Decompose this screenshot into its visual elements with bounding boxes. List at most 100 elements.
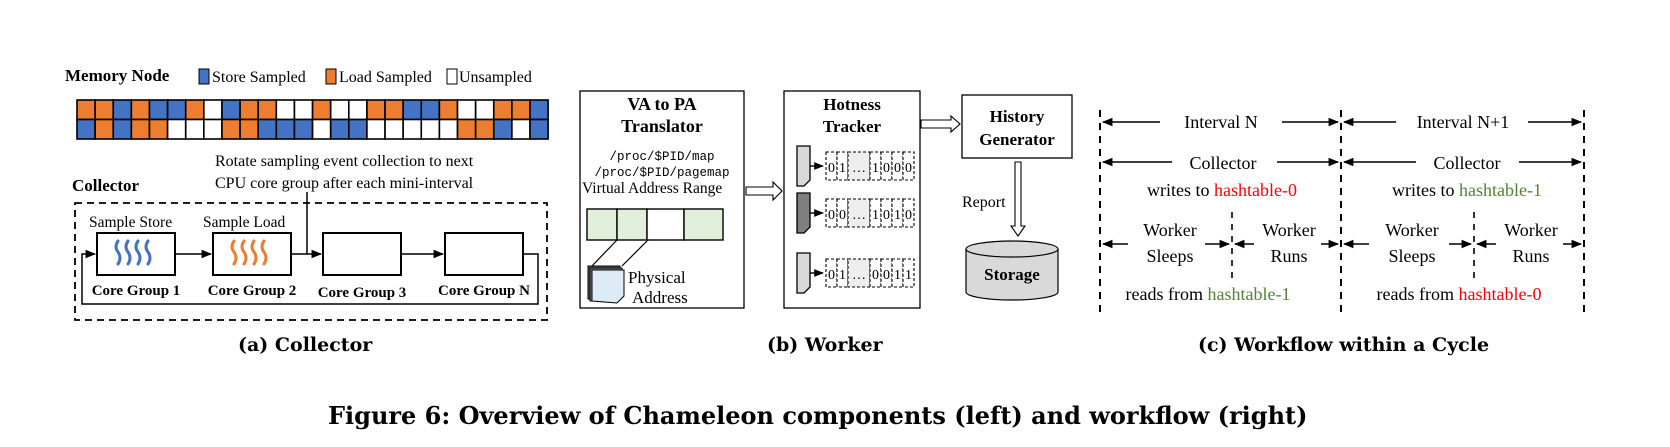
collector-boundary xyxy=(74,202,548,321)
proc-pagemap-path: /proc/$PID/pagemap xyxy=(594,166,729,180)
memory-cell-load xyxy=(239,118,260,140)
translator-title-line1: VA to PA xyxy=(627,94,696,114)
core-group-2-box xyxy=(212,232,292,276)
memory-cell-store xyxy=(329,118,350,140)
memory-cell-unsampled xyxy=(166,118,187,140)
memory-cell-load xyxy=(76,99,96,121)
memory-cell-store xyxy=(221,99,241,121)
memory-cell-store xyxy=(112,99,133,121)
memory-cell-store xyxy=(112,118,133,140)
reads-table-n1: hashtable-0 xyxy=(1459,284,1542,304)
memory-cell-store xyxy=(166,99,187,121)
memory-cell-store xyxy=(347,118,368,140)
memory-cell-unsampled xyxy=(402,118,423,140)
worker-panel: VA to PA Translator /proc/$PID/map /proc… xyxy=(579,90,1073,309)
arrow-loop-back xyxy=(81,249,539,305)
reads-from-n: reads from hashtable-1 xyxy=(1126,284,1291,304)
worker-sleeps-n1-line1: Worker xyxy=(1385,220,1439,240)
collector-label: Collector xyxy=(72,176,139,195)
worker-runs-n1-line1: Worker xyxy=(1504,220,1558,240)
memory-node-grid xyxy=(76,99,549,140)
memory-node-label: Memory Node xyxy=(65,66,170,85)
worker-sleeps-n-line2: Sleeps xyxy=(1147,246,1194,266)
core-group-n: Core Group N xyxy=(438,232,530,299)
tracker-title-line1: Hotness xyxy=(823,95,881,114)
figure-title: Figure 6: Overview of Chameleon componen… xyxy=(328,401,1308,430)
proc-map-path: /proc/$PID/map xyxy=(609,150,714,164)
bit-value: 0 xyxy=(828,208,835,223)
legend-item-store: Store Sampled xyxy=(198,68,306,86)
writes-to-n1: writes to hashtable-1 xyxy=(1392,180,1542,200)
interval-n1-label: Interval N+1 xyxy=(1417,112,1510,132)
memory-cell-store xyxy=(402,99,423,121)
bit-value: 1 xyxy=(905,268,912,283)
history-generator-title-line1: History xyxy=(990,107,1045,126)
bit-value: 1 xyxy=(872,161,879,176)
legend-label-unsampled: Unsampled xyxy=(459,69,532,86)
interval-n: Interval N Collector writes to hashtable… xyxy=(1101,112,1340,304)
worker-runs-n1-line2: Runs xyxy=(1512,246,1549,266)
worker-sleeps-n1-line2: Sleeps xyxy=(1389,246,1436,266)
worker-runs-n-line1: Worker xyxy=(1262,220,1316,240)
workflow-panel: Interval N Collector writes to hashtable… xyxy=(1099,110,1585,318)
memory-legend: Store Sampled Load Sampled Unsampled xyxy=(198,68,532,86)
memory-cell-store xyxy=(76,118,96,140)
memory-cell-unsampled xyxy=(366,118,386,140)
memory-cell-store xyxy=(257,118,278,140)
bit-cell xyxy=(902,258,915,288)
page-icon xyxy=(796,252,811,294)
bit-value: 0 xyxy=(905,161,912,176)
bit-value: 0 xyxy=(883,208,890,223)
collector-panel: Memory Node Store Sampled Load Sampled U… xyxy=(65,66,549,321)
bit-value: 0 xyxy=(894,161,901,176)
bit-value: 1 xyxy=(839,268,846,283)
core-group-n-label: Core Group N xyxy=(438,283,530,299)
legend-swatch-load xyxy=(325,68,337,85)
store-wave-icon xyxy=(114,239,152,266)
history-generator-box xyxy=(961,94,1073,159)
legend-swatch-unsampled xyxy=(446,68,458,85)
bit-value: 0 xyxy=(883,268,890,283)
interval-n-label: Interval N xyxy=(1184,112,1257,132)
rotate-note-line2: CPU core group after each mini-interval xyxy=(215,175,474,192)
memory-cell-unsampled xyxy=(311,118,332,140)
core-group-1-box xyxy=(96,232,176,276)
core-group-3: Core Group 3 xyxy=(318,232,406,301)
memory-cell-store xyxy=(529,99,549,121)
legend-label-store: Store Sampled xyxy=(212,69,306,86)
memory-cell-load xyxy=(511,99,531,121)
core-group-2-label: Core Group 2 xyxy=(208,283,297,299)
page-icon xyxy=(796,192,811,234)
memory-cell-load xyxy=(94,99,115,121)
memory-cell-store xyxy=(492,118,513,140)
subcaption-c: (c) Workflow within a Cycle xyxy=(1198,334,1490,356)
memory-cell-unsampled xyxy=(456,99,477,121)
va-cell-mapped xyxy=(586,208,618,241)
reads-prefix-n1: reads from xyxy=(1377,284,1459,304)
bit-value: 0 xyxy=(839,208,846,223)
collector-n1-label: Collector xyxy=(1434,153,1501,173)
bit-value: … xyxy=(852,268,866,283)
physical-address-label-line2: Address xyxy=(632,288,688,307)
core-group-2: Sample Load Core Group 2 xyxy=(203,214,296,299)
writes-prefix-n1: writes to xyxy=(1392,180,1459,200)
interval-n-plus-1: Interval N+1 Collector writes to hashtab… xyxy=(1342,112,1583,304)
translator-title-line2: Translator xyxy=(621,116,703,136)
memory-cell-load xyxy=(221,118,241,140)
memory-cell-unsampled xyxy=(203,99,223,121)
report-label: Report xyxy=(962,194,1006,211)
memory-cell-unsampled xyxy=(293,99,314,121)
memory-cell-unsampled xyxy=(384,118,404,140)
storage-cylinder: Storage xyxy=(965,240,1059,301)
memory-cell-load xyxy=(438,99,459,121)
memory-cell-store xyxy=(529,118,549,140)
va-cell-mapped xyxy=(683,208,724,241)
memory-cell-load xyxy=(148,118,169,140)
load-wave-icon xyxy=(230,239,268,266)
writes-prefix-n: writes to xyxy=(1147,180,1214,200)
memory-cell-unsampled xyxy=(420,118,441,140)
